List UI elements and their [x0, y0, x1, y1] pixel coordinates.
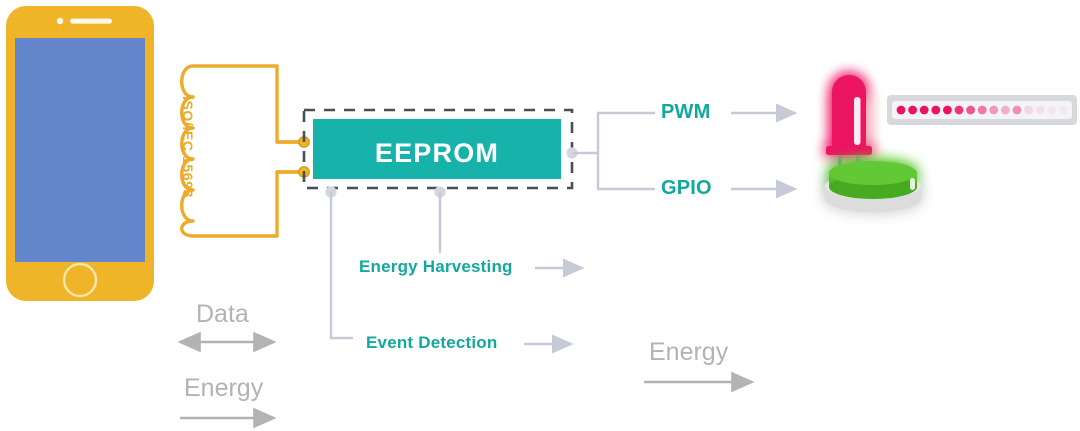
led-strip-dot	[966, 105, 975, 115]
led-strip-dot	[931, 105, 941, 115]
led-strip-dot	[919, 105, 929, 115]
led-strip-dot	[954, 105, 964, 115]
led-strip-dot	[1012, 105, 1022, 115]
led-strip-dot	[989, 105, 999, 115]
event-detection-line	[329, 190, 354, 340]
led-strip-dot	[1035, 105, 1045, 115]
energy-out-flow-label: Energy	[649, 338, 729, 366]
pink-led	[826, 75, 872, 175]
output-branch-lines	[596, 111, 655, 191]
chip-pin-right	[566, 147, 598, 159]
antenna-coil	[180, 64, 300, 238]
led-strip-dot	[943, 105, 952, 115]
gpio-label[interactable]: GPIO	[661, 177, 712, 199]
event-detection-label[interactable]: Event Detection	[366, 333, 498, 352]
led-strip-dot	[1059, 105, 1068, 115]
led-strip-dot	[1001, 105, 1010, 115]
led-strip	[887, 95, 1077, 125]
led-strip-dot	[977, 105, 987, 115]
energy-harvesting-label[interactable]: Energy Harvesting	[359, 257, 513, 276]
data-flow-label: Data	[196, 300, 249, 328]
iso-standard-label: ISO/IEC 15693	[180, 96, 196, 198]
led-strip-dot	[1024, 105, 1033, 115]
led-strip-dot	[908, 105, 917, 115]
eeprom-label: EEPROM	[374, 138, 500, 168]
led-strip-dot	[896, 105, 906, 115]
energy-flow-label: Energy	[184, 374, 264, 402]
led-strip-dot	[1047, 105, 1057, 115]
pwm-label[interactable]: PWM	[661, 101, 711, 123]
smartphone	[6, 6, 154, 301]
eeprom-block[interactable]	[313, 119, 561, 179]
green-button-led	[825, 161, 921, 212]
